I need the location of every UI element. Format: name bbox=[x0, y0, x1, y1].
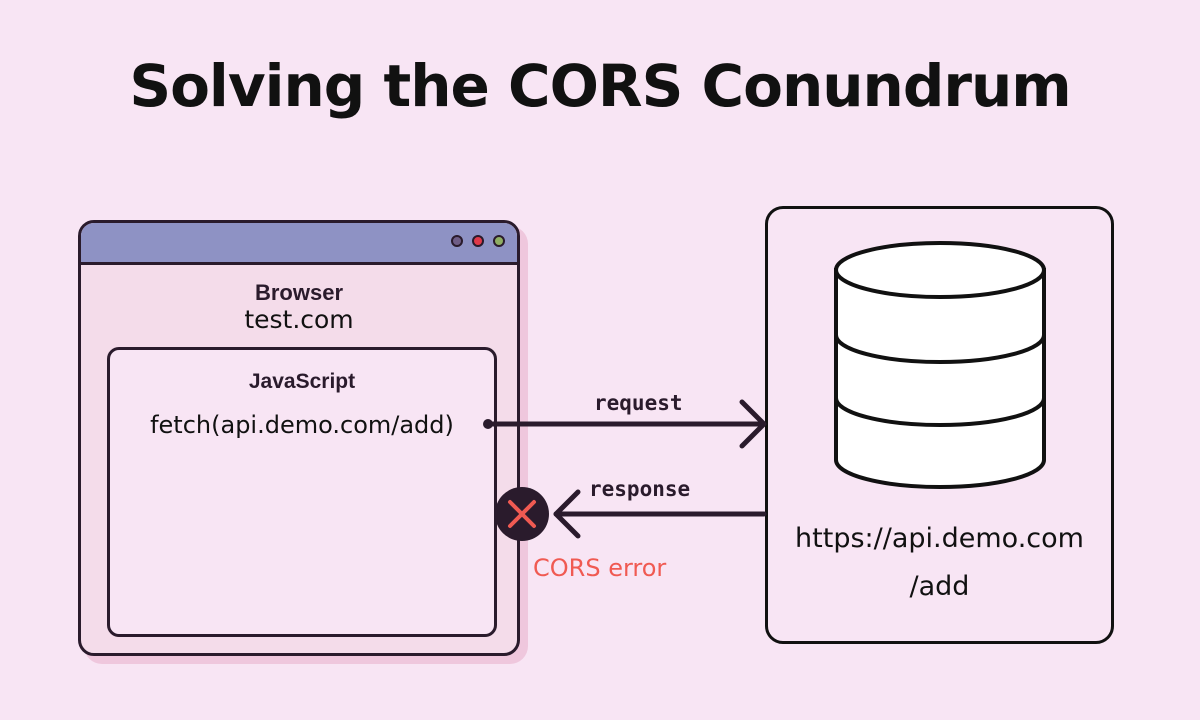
cors-error-label: CORS error bbox=[533, 554, 667, 582]
browser-origin: test.com bbox=[244, 305, 354, 334]
request-arrow bbox=[485, 399, 767, 449]
javascript-box: JavaScript fetch(api.demo.com/add) bbox=[107, 347, 497, 637]
javascript-heading: JavaScript bbox=[248, 370, 356, 393]
fetch-code: fetch(api.demo.com/add) bbox=[150, 411, 454, 439]
window-dot-maximize bbox=[493, 235, 505, 247]
request-arrow-start-dot bbox=[483, 419, 493, 429]
server-url-line2: /add bbox=[909, 571, 970, 602]
window-dot-close bbox=[472, 235, 484, 247]
database-icon bbox=[834, 241, 1046, 489]
browser-heading: Browser bbox=[254, 280, 344, 305]
browser-window: Browser test.com JavaScript fetch(api.de… bbox=[78, 220, 520, 656]
page-title: Solving the CORS Conundrum bbox=[129, 52, 1071, 120]
browser-titlebar bbox=[81, 223, 517, 265]
request-label: request bbox=[594, 391, 683, 415]
x-icon bbox=[495, 487, 549, 541]
server-url-line1: https://api.demo.com bbox=[795, 523, 1084, 554]
response-arrow bbox=[553, 489, 767, 539]
response-label: response bbox=[589, 477, 691, 501]
window-dot-minimize bbox=[451, 235, 463, 247]
